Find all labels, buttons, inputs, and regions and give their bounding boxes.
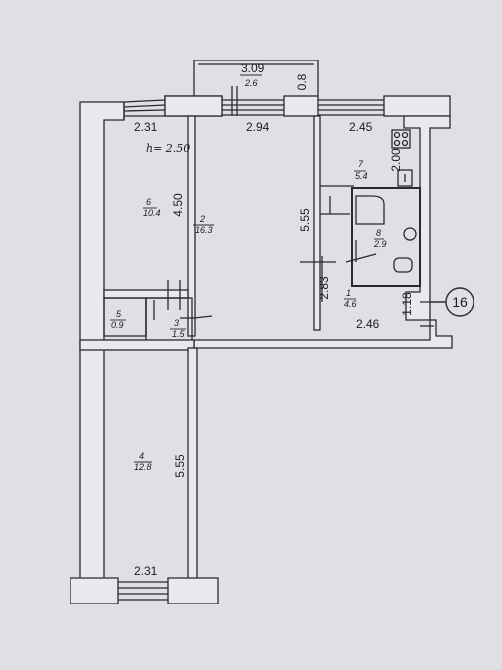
wall-right-lower	[193, 319, 453, 349]
room1-area: 4.6	[344, 299, 357, 309]
room3-number: 3	[174, 318, 179, 328]
apartment-number: 16	[452, 294, 468, 310]
door-room5	[145, 300, 155, 336]
wall-top-seg-1	[164, 95, 223, 117]
wall-bottom-left	[69, 577, 119, 605]
wall-2-7	[313, 115, 321, 331]
balcony	[193, 59, 319, 96]
window-room7	[318, 99, 384, 116]
wall-4-right	[187, 347, 198, 585]
room5-area: 0.9	[111, 320, 124, 330]
room2-area: 16.3	[195, 225, 213, 235]
window-room6	[123, 99, 166, 117]
ceiling-height: h= 2.50	[146, 142, 190, 155]
dim-hall-small: 1.18	[400, 292, 414, 316]
balcony-area: 2.6	[244, 78, 258, 88]
door-hall	[300, 256, 336, 302]
dim-room7-length: 2.00	[389, 148, 403, 172]
balcony-depth: 0.8	[295, 73, 309, 90]
dim-room4-width: 2.31	[134, 564, 158, 578]
dim-room6-width: 2.31	[134, 120, 158, 134]
room7-area: 5.4	[355, 171, 368, 181]
room2-number: 2	[199, 214, 205, 224]
door-room2	[180, 315, 213, 319]
window-room2	[222, 86, 284, 116]
fraction-lines	[110, 74, 384, 463]
room4-number: 4	[139, 451, 144, 461]
bathroom-walls	[351, 187, 421, 287]
room1-number: 1	[346, 288, 351, 298]
room7-number: 7	[358, 159, 364, 169]
dim-room6-length: 4.50	[171, 193, 185, 217]
balcony-width: 3.09	[241, 61, 265, 75]
dim-room7-width: 2.45	[349, 120, 373, 134]
door-kitchen	[320, 196, 350, 215]
dim-hall-width: 2.46	[356, 317, 380, 331]
wall-top-seg-2	[283, 95, 319, 117]
dim-room2-length: 5.55	[298, 208, 312, 232]
wall-right	[403, 115, 451, 321]
bathtub-icon	[355, 195, 385, 225]
dim-room2-width: 2.94	[246, 120, 270, 134]
labels: h= 2.50 3.09 2.6 0.8 2.31 4.50 2.94 5.55…	[111, 61, 468, 578]
dim-room4-length: 5.55	[173, 454, 187, 478]
kitchen-sink-icon	[397, 169, 413, 187]
room8-area: 2.9	[373, 239, 387, 249]
stove-icon	[391, 129, 411, 149]
room5-number: 5	[116, 309, 122, 319]
room8-number: 8	[376, 228, 381, 238]
toilet-icon	[393, 257, 413, 273]
window-room4	[118, 581, 168, 601]
room5-box	[103, 297, 147, 337]
room6-area: 10.4	[143, 208, 161, 218]
door-bathroom	[345, 240, 377, 263]
door-room6	[167, 280, 181, 310]
wall-top-seg-3	[383, 95, 451, 117]
room4-area: 12.8	[134, 462, 152, 472]
wall-bottom-right	[167, 577, 219, 605]
room3-area: 1.5	[172, 329, 186, 339]
dim-hall-length: 2.83	[317, 276, 331, 300]
wall-middle	[79, 339, 195, 351]
wall-6-bottom	[103, 289, 189, 299]
washbasin-icon	[403, 227, 417, 241]
room6-number: 6	[146, 197, 151, 207]
